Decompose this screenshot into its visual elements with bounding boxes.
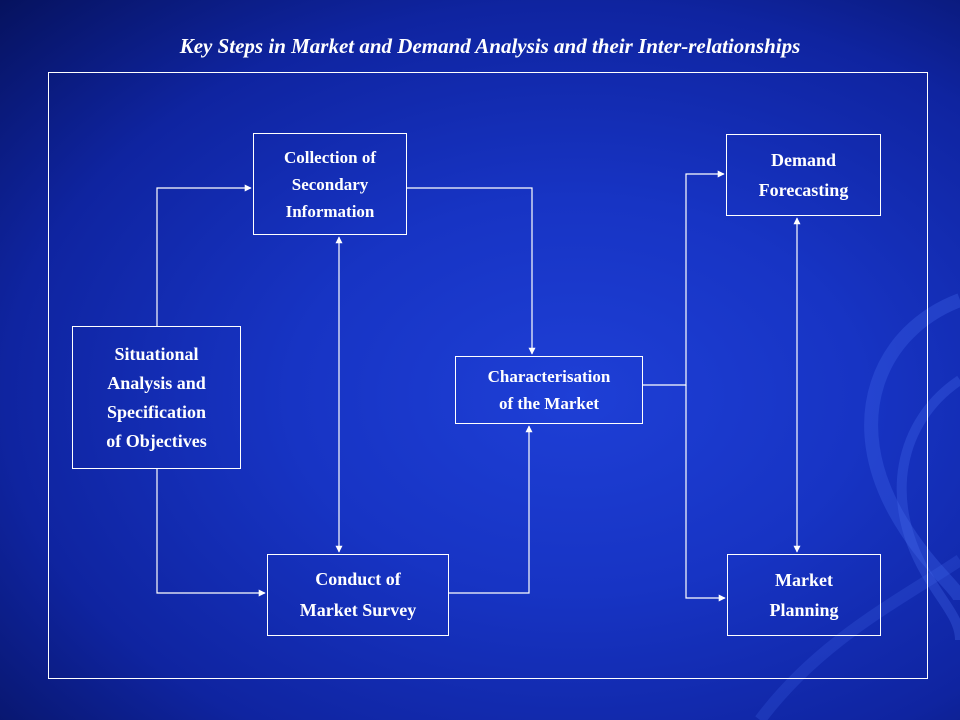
node-collection-secondary-information: Collection of Secondary Information bbox=[253, 133, 407, 235]
node-situational-analysis: Situational Analysis and Specification o… bbox=[72, 326, 241, 469]
edge-characterisation-to-demand bbox=[643, 170, 725, 386]
diagram-frame bbox=[48, 72, 928, 679]
edge-collection-to-characterisation bbox=[407, 187, 536, 355]
slide-title: Key Steps in Market and Demand Analysis … bbox=[179, 34, 801, 58]
edge-situational-to-conduct bbox=[156, 469, 266, 597]
node-conduct-market-survey: Conduct of Market Survey bbox=[267, 554, 449, 636]
node-characterisation-market: Characterisation of the Market bbox=[455, 356, 643, 424]
edge-characterisation-to-planning bbox=[685, 385, 726, 602]
node-demand-forecasting: Demand Forecasting bbox=[726, 134, 881, 216]
node-market-planning: Market Planning bbox=[727, 554, 881, 636]
edge-conduct-to-characterisation bbox=[449, 425, 533, 594]
edge-situational-to-collection bbox=[156, 184, 252, 326]
